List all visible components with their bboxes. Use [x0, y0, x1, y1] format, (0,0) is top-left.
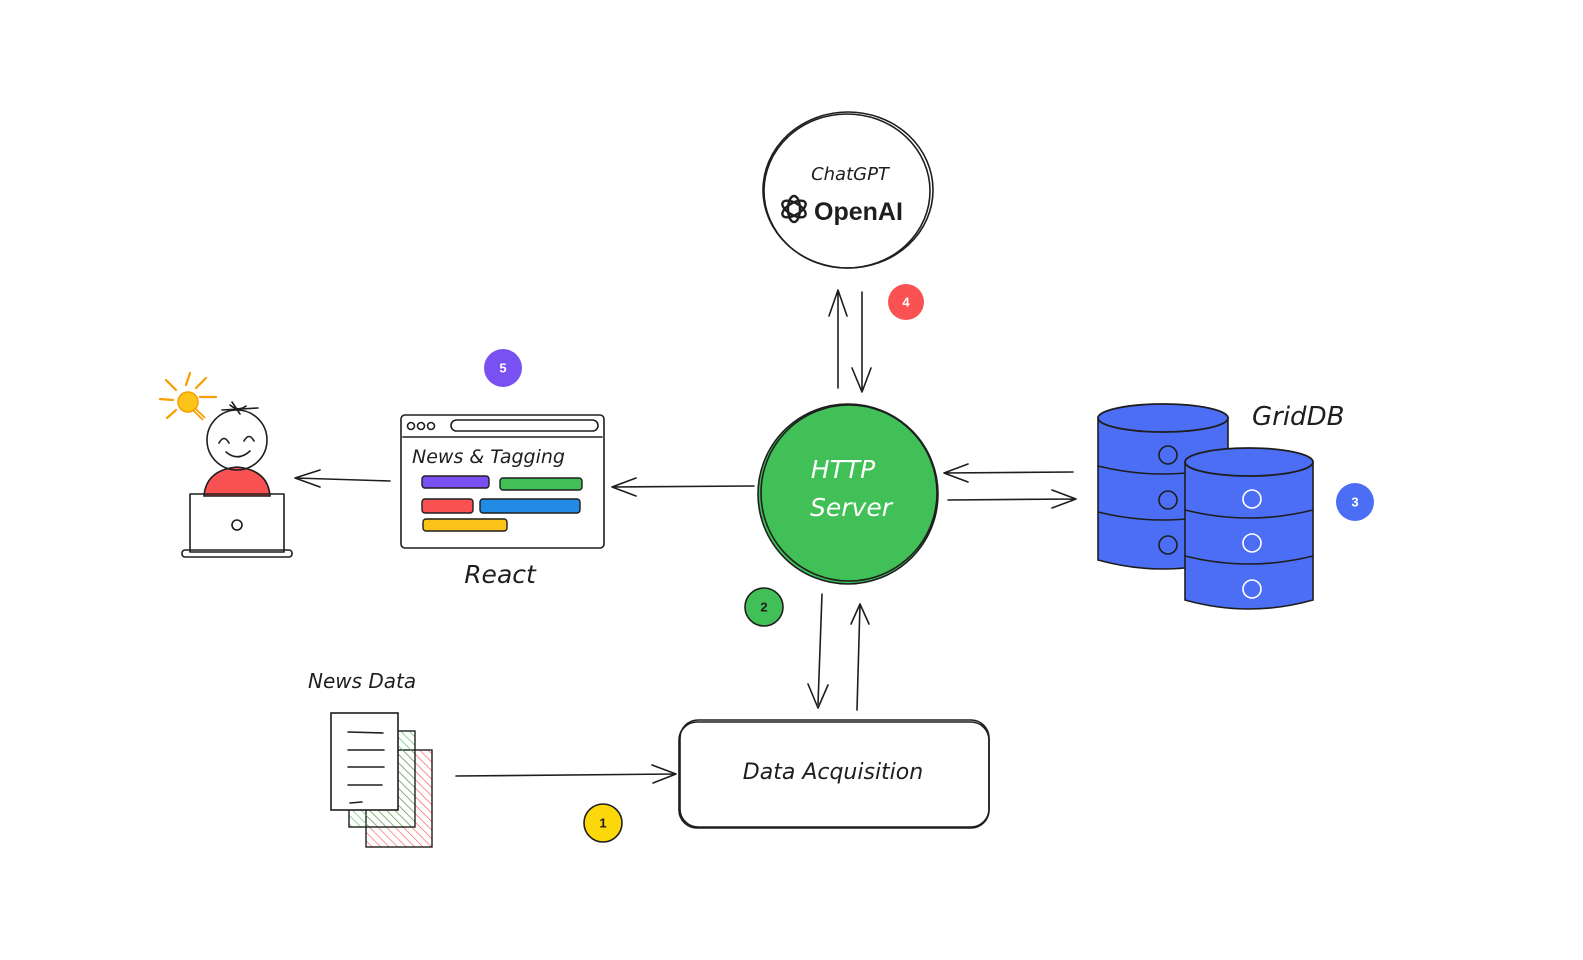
http-server-label-line2: Server [810, 493, 894, 522]
database-cylinder-front [1184, 447, 1314, 610]
step-badge-4: 4 [888, 284, 924, 320]
user-with-laptop-icon [158, 371, 293, 558]
http-server-node: HTTP Server [757, 403, 939, 585]
data-acquisition-label: Data Acquisition [743, 760, 923, 785]
step-badge-2: 2 [744, 587, 784, 627]
arrow-server-to-data-acquisition [807, 593, 829, 709]
step-1-circle [583, 803, 623, 843]
user-head [206, 409, 268, 471]
tag-bar-purple [421, 475, 490, 489]
news-data-node: News Data [308, 669, 433, 848]
arrow-data-acquisition-to-server [850, 603, 870, 711]
http-server-label-line1: HTTP [811, 455, 876, 484]
openai-brand: OpenAI [814, 198, 903, 226]
step-2-circle [744, 587, 784, 627]
chatgpt-title: ChatGPT [811, 164, 891, 185]
chatgpt-node: ChatGPT OpenAI [762, 111, 934, 269]
http-server-circle [758, 404, 938, 584]
browser-window [400, 414, 605, 549]
step-badge-3: 3 [1336, 483, 1374, 521]
user-shirt [203, 466, 271, 497]
arrow-chatgpt-to-server [851, 291, 872, 393]
arrow-server-to-react [611, 477, 755, 497]
document-icon [330, 712, 399, 811]
tag-bar-red [421, 498, 474, 514]
openai-logo-icon [781, 194, 807, 224]
step-1-number: 1 [599, 816, 606, 831]
tag-bar-green [499, 477, 583, 491]
tag-bar-yellow [422, 518, 508, 532]
news-data-label: News Data [308, 669, 416, 693]
step-5-circle [484, 349, 522, 387]
arrow-griddb-to-server [943, 463, 1074, 483]
lightbulb-icon [158, 371, 218, 421]
address-bar [450, 419, 599, 432]
window-dot-icon [406, 421, 416, 431]
step-5-number: 5 [499, 361, 506, 376]
step-badge-5: 5 [484, 349, 522, 387]
step-3-circle [1336, 483, 1374, 521]
laptop [189, 493, 285, 553]
data-acquisition-node: Data Acquisition [678, 719, 990, 829]
arrow-server-to-chatgpt [828, 289, 848, 389]
react-window-title: News & Tagging [412, 446, 565, 468]
step-4-circle [888, 284, 924, 320]
arrow-news-to-data-acquisition [455, 764, 677, 784]
step-badge-1: 1 [583, 803, 623, 843]
step-4-number: 4 [902, 295, 910, 310]
tag-bar-blue [479, 498, 581, 514]
react-label: React [464, 560, 537, 589]
step-3-number: 3 [1351, 495, 1358, 510]
step-2-number: 2 [760, 600, 767, 615]
arrow-server-to-griddb [947, 489, 1077, 509]
laptop-logo-icon [231, 519, 243, 531]
react-node: News & Tagging React [400, 414, 605, 589]
arrow-react-to-user [294, 469, 391, 488]
griddb-label: GridDB [1252, 402, 1344, 432]
griddb-node: GridDB [1097, 402, 1344, 610]
